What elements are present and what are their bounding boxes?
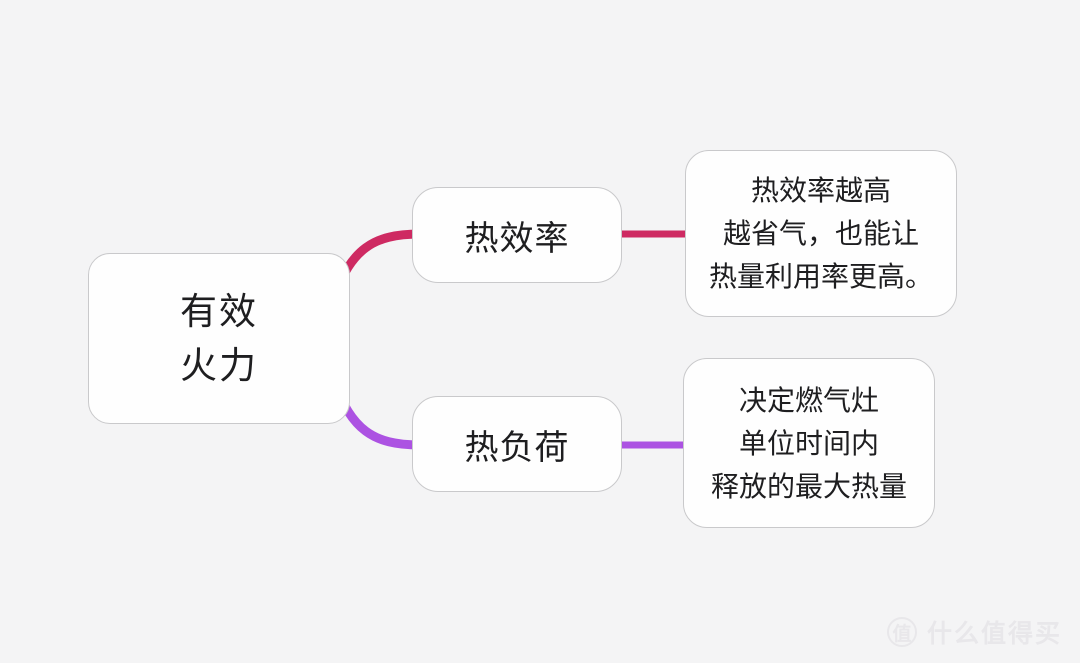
note-line: 决定燃气灶 [738, 384, 879, 416]
root-node-line2: 火力 [180, 344, 258, 386]
note-node-thermal-efficiency: 热效率越高 越省气，也能让 热量利用率更高。 [685, 150, 957, 317]
branch-node-thermal-load: 热负荷 [412, 396, 622, 492]
note-line: 越省气，也能让 [722, 218, 919, 249]
branch-node-label: 热负荷 [464, 428, 570, 467]
note-line: 单位时间内 [738, 427, 879, 459]
note-line: 热效率越高 [750, 175, 891, 206]
smzdm-logo-icon: 值 [886, 617, 917, 647]
smzdm-watermark-label: 什么值得买 [926, 620, 1062, 648]
branch-node-thermal-efficiency: 热效率 [412, 187, 622, 283]
note-line: 释放的最大热量 [710, 470, 907, 502]
root-node: 有效 火力 [88, 253, 350, 424]
note-node-thermal-load: 决定燃气灶 单位时间内 释放的最大热量 [683, 358, 935, 528]
root-node-line1: 有效 [180, 290, 258, 332]
note-line: 热量利用率更高。 [708, 261, 933, 292]
branch-node-label: 热效率 [464, 219, 570, 258]
smzdm-watermark: 值 什么值得买 [886, 614, 1062, 650]
